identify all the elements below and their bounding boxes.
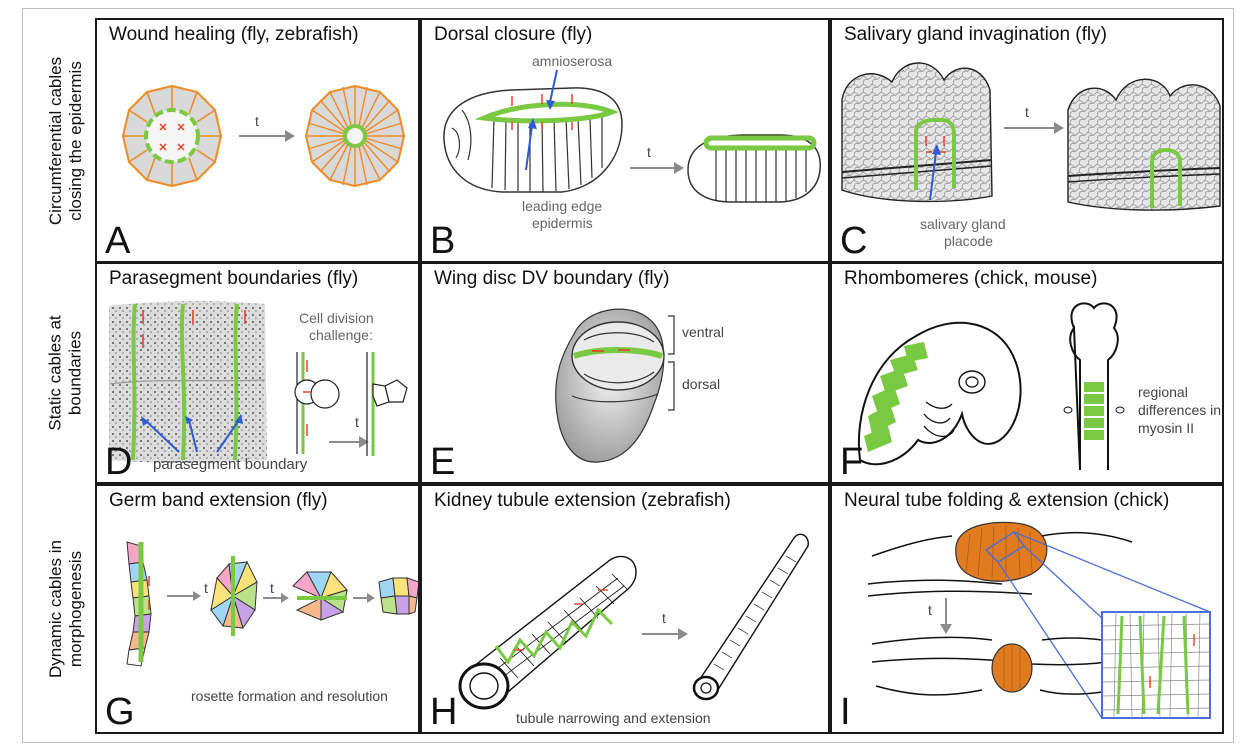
narrow-lumen — [701, 683, 711, 693]
dividing-cell — [311, 380, 339, 408]
row-label-line: Static cables at — [46, 315, 66, 430]
leading-edge-label: leading edge — [522, 198, 602, 215]
row-label-line: closing the epidermis — [66, 56, 86, 224]
wing-disc-illustration — [422, 264, 830, 484]
panel-title: Kidney tubule extension (zebrafish) — [434, 490, 731, 512]
panel-title: Germ band extension (fly) — [109, 490, 328, 512]
time-label: t — [928, 602, 932, 619]
time-label: t — [647, 144, 651, 161]
extended-cells — [379, 578, 419, 614]
ventral-bracket — [668, 316, 674, 354]
hindbrain-segments — [1084, 382, 1104, 440]
panel-c-salivary-gland: Salivary gland invagination (fly) saliva… — [830, 18, 1224, 263]
arrowhead — [940, 624, 952, 634]
panel-letter: I — [840, 692, 851, 732]
rhombomeres-illustration — [832, 264, 1224, 484]
regional-label: myosin II — [1138, 420, 1194, 437]
panel-f-rhombomeres: Rhombomeres (chick, mouse) regional diff… — [830, 262, 1224, 484]
panel-e-wing-disc: Wing disc DV boundary (fly) ventral dors… — [420, 262, 830, 484]
arrowhead — [678, 628, 688, 640]
otic-vesicle — [1116, 407, 1124, 413]
arrowhead — [674, 162, 684, 174]
panel-letter: F — [840, 442, 863, 482]
row-label-line: boundaries — [66, 315, 86, 430]
time-label: t — [1025, 104, 1029, 121]
time-label: t — [355, 414, 359, 431]
parasegment-boundary-label: parasegment boundary — [153, 456, 307, 473]
rosette-caption: rosette formation and resolution — [191, 688, 388, 705]
neural-plate — [956, 522, 1047, 581]
dorsal-bracket — [668, 362, 674, 410]
epidermis-tissue-after — [1068, 79, 1220, 210]
neural-tube-illustration — [832, 486, 1224, 734]
tubule-narrow — [698, 534, 808, 696]
panel-letter: D — [105, 442, 132, 482]
row-label-line: Dynamic cables in — [46, 540, 66, 678]
arrowhead — [281, 593, 289, 603]
wound-healing-illustration — [97, 20, 420, 263]
ventral-label: ventral — [682, 324, 724, 341]
regional-label: regional — [1138, 384, 1188, 401]
time-label: t — [204, 580, 208, 597]
otic-vesicle — [1064, 407, 1072, 413]
row-label-line: Circumferential cables — [46, 56, 66, 224]
panel-a-wound-healing: Wound healing (fly, zebrafish) t A — [95, 18, 420, 263]
panel-title: Neural tube folding & extension (chick) — [844, 490, 1169, 512]
placode-label: placode — [944, 233, 993, 250]
zoom-line — [1014, 532, 1210, 612]
placode-label: salivary gland — [920, 216, 1006, 233]
panel-g-germ-band: Germ band extension (fly) t t rosette fo… — [95, 484, 420, 734]
panel-letter: G — [105, 692, 135, 732]
panel-letter: B — [430, 221, 455, 261]
dorsal-label: dorsal — [682, 376, 720, 393]
time-label: t — [662, 610, 666, 627]
panel-letter: H — [430, 692, 457, 732]
panel-title: Wound healing (fly, zebrafish) — [109, 24, 359, 46]
epidermis-label: epidermis — [532, 215, 593, 232]
salivary-gland-illustration — [832, 20, 1224, 263]
arrowhead — [193, 591, 201, 601]
closing-cable-ring — [345, 126, 365, 146]
panel-title: Salivary gland invagination (fly) — [844, 24, 1107, 46]
arrowhead — [367, 593, 375, 603]
arrowhead — [285, 130, 295, 142]
panel-letter: A — [105, 221, 130, 261]
actomyosin-cable-ring — [146, 110, 198, 162]
panel-title: Rhombomeres (chick, mouse) — [844, 268, 1097, 290]
panel-title: Dorsal closure (fly) — [434, 24, 592, 46]
time-label: t — [270, 580, 274, 597]
panel-letter: E — [430, 442, 455, 482]
tubule-caption: tubule narrowing and extension — [516, 710, 711, 727]
regional-label: differences in — [1138, 402, 1221, 419]
panel-b-dorsal-closure: Dorsal closure (fly) amnioserosa leading… — [420, 18, 830, 263]
dorsal-closure-illustration — [422, 20, 830, 263]
panel-letter: C — [840, 221, 867, 261]
parasegment-illustration — [97, 264, 420, 484]
cell-division-label: challenge: — [309, 327, 373, 344]
zoom-line — [998, 562, 1102, 718]
panel-d-parasegment: Parasegment boundaries (fly) Cell divisi… — [95, 262, 420, 484]
panel-title: Wing disc DV boundary (fly) — [434, 268, 669, 290]
row-label-line: morphogenesis — [66, 540, 86, 678]
panel-title: Parasegment boundaries (fly) — [109, 268, 358, 290]
time-label: t — [255, 113, 259, 130]
tubule-lumen — [470, 673, 498, 699]
panel-h-kidney-tubule: Kidney tubule extension (zebrafish) t tu… — [420, 484, 830, 734]
panel-i-neural-tube: Neural tube folding & extension (chick) … — [830, 484, 1224, 734]
arrowhead — [1054, 122, 1064, 134]
cell-division-label: Cell division — [299, 310, 374, 327]
amnioserosa-label: amnioserosa — [532, 53, 612, 70]
kidney-tubule-illustration — [422, 486, 830, 734]
